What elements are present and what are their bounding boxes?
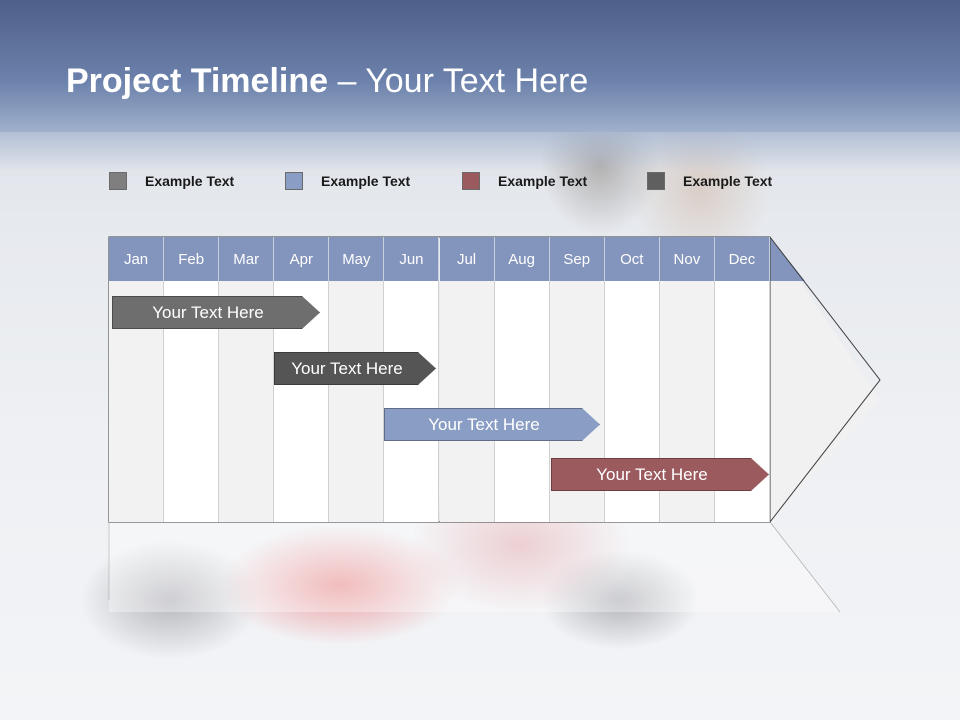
legend-item: Example Text xyxy=(462,171,587,191)
legend-label: Example Text xyxy=(145,173,235,189)
legend-item: Example Text xyxy=(285,171,410,191)
reflection-edge xyxy=(769,521,841,613)
month-header-nov: Nov xyxy=(659,237,715,281)
page-title-rest: – Your Text Here xyxy=(328,62,589,100)
reflection xyxy=(109,522,840,612)
month-header-apr: Apr xyxy=(274,237,330,281)
task-bar-label: Your Text Here xyxy=(428,414,540,434)
arrow-head-outline xyxy=(769,236,881,523)
month-column-jul xyxy=(439,281,495,522)
month-column-aug xyxy=(494,281,550,522)
task-bar-label: Your Text Here xyxy=(152,302,264,322)
page-title: Project Timeline – Your Text Here xyxy=(66,62,588,101)
legend-swatch xyxy=(462,172,480,190)
legend-label: Example Text xyxy=(498,173,588,189)
month-header-dec: Dec xyxy=(714,237,770,281)
legend-label: Example Text xyxy=(321,173,411,189)
month-header-may: May xyxy=(329,237,385,281)
month-header-jan: Jan xyxy=(109,237,165,281)
month-header-mar: Mar xyxy=(219,237,275,281)
task-bar-3: Your Text Here xyxy=(384,408,600,441)
arrow-head-fill xyxy=(770,237,880,522)
title-banner-fade xyxy=(0,132,960,172)
legend-item: Example Text xyxy=(109,171,234,191)
task-bar-1: Your Text Here xyxy=(112,296,320,329)
month-column-may xyxy=(329,281,385,522)
month-header-feb: Feb xyxy=(164,237,220,281)
task-bar-4: Your Text Here xyxy=(551,458,769,491)
legend-swatch xyxy=(647,172,665,190)
title-banner xyxy=(0,0,960,132)
month-header-sep: Sep xyxy=(549,237,605,281)
month-column-jun xyxy=(384,281,440,522)
month-header-aug: Aug xyxy=(494,237,550,281)
task-bar-label: Your Text Here xyxy=(291,358,403,378)
task-bar-label: Your Text Here xyxy=(596,464,708,484)
arrow-head-header-fill xyxy=(770,237,805,281)
legend-swatch xyxy=(109,172,127,190)
legend-label: Example Text xyxy=(683,173,773,189)
legend-swatch xyxy=(285,172,303,190)
task-bar-2: Your Text Here xyxy=(274,352,436,385)
month-header-jun: Jun xyxy=(384,237,440,281)
month-header-oct: Oct xyxy=(604,237,660,281)
month-header-jul: Jul xyxy=(439,237,495,281)
legend-item: Example Text xyxy=(647,171,772,191)
page-title-bold: Project Timeline xyxy=(66,62,329,100)
